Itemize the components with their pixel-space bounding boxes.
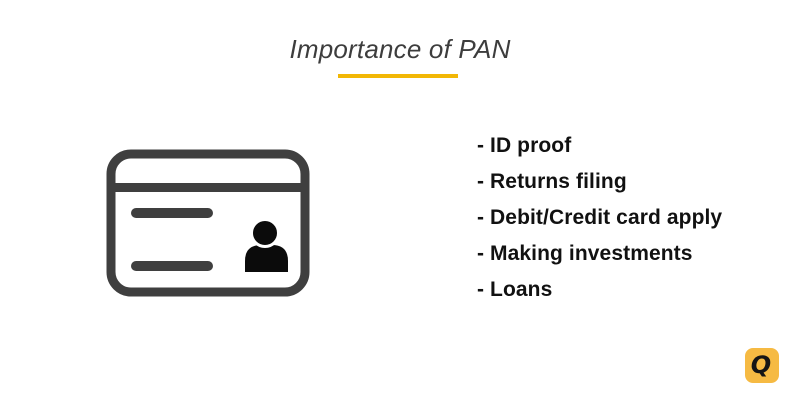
brand-logo-letter: Q [750,350,772,379]
page-title: Importance of PAN [289,34,511,64]
person-head-icon [250,218,280,248]
brand-logo: Q [745,348,779,383]
list-item: - Making investments [477,242,693,265]
person-body-icon [245,245,288,272]
list-item: - Loans [477,278,553,301]
title-underline [338,74,458,78]
list-item: - Returns filing [477,170,627,193]
list-item: - ID proof [477,134,572,157]
benefits-list: - ID proof - Returns filing - Debit/Cred… [477,128,722,308]
list-item: - Debit/Credit card apply [477,206,723,229]
pan-card-icon [106,149,310,297]
card-outline [106,149,310,297]
